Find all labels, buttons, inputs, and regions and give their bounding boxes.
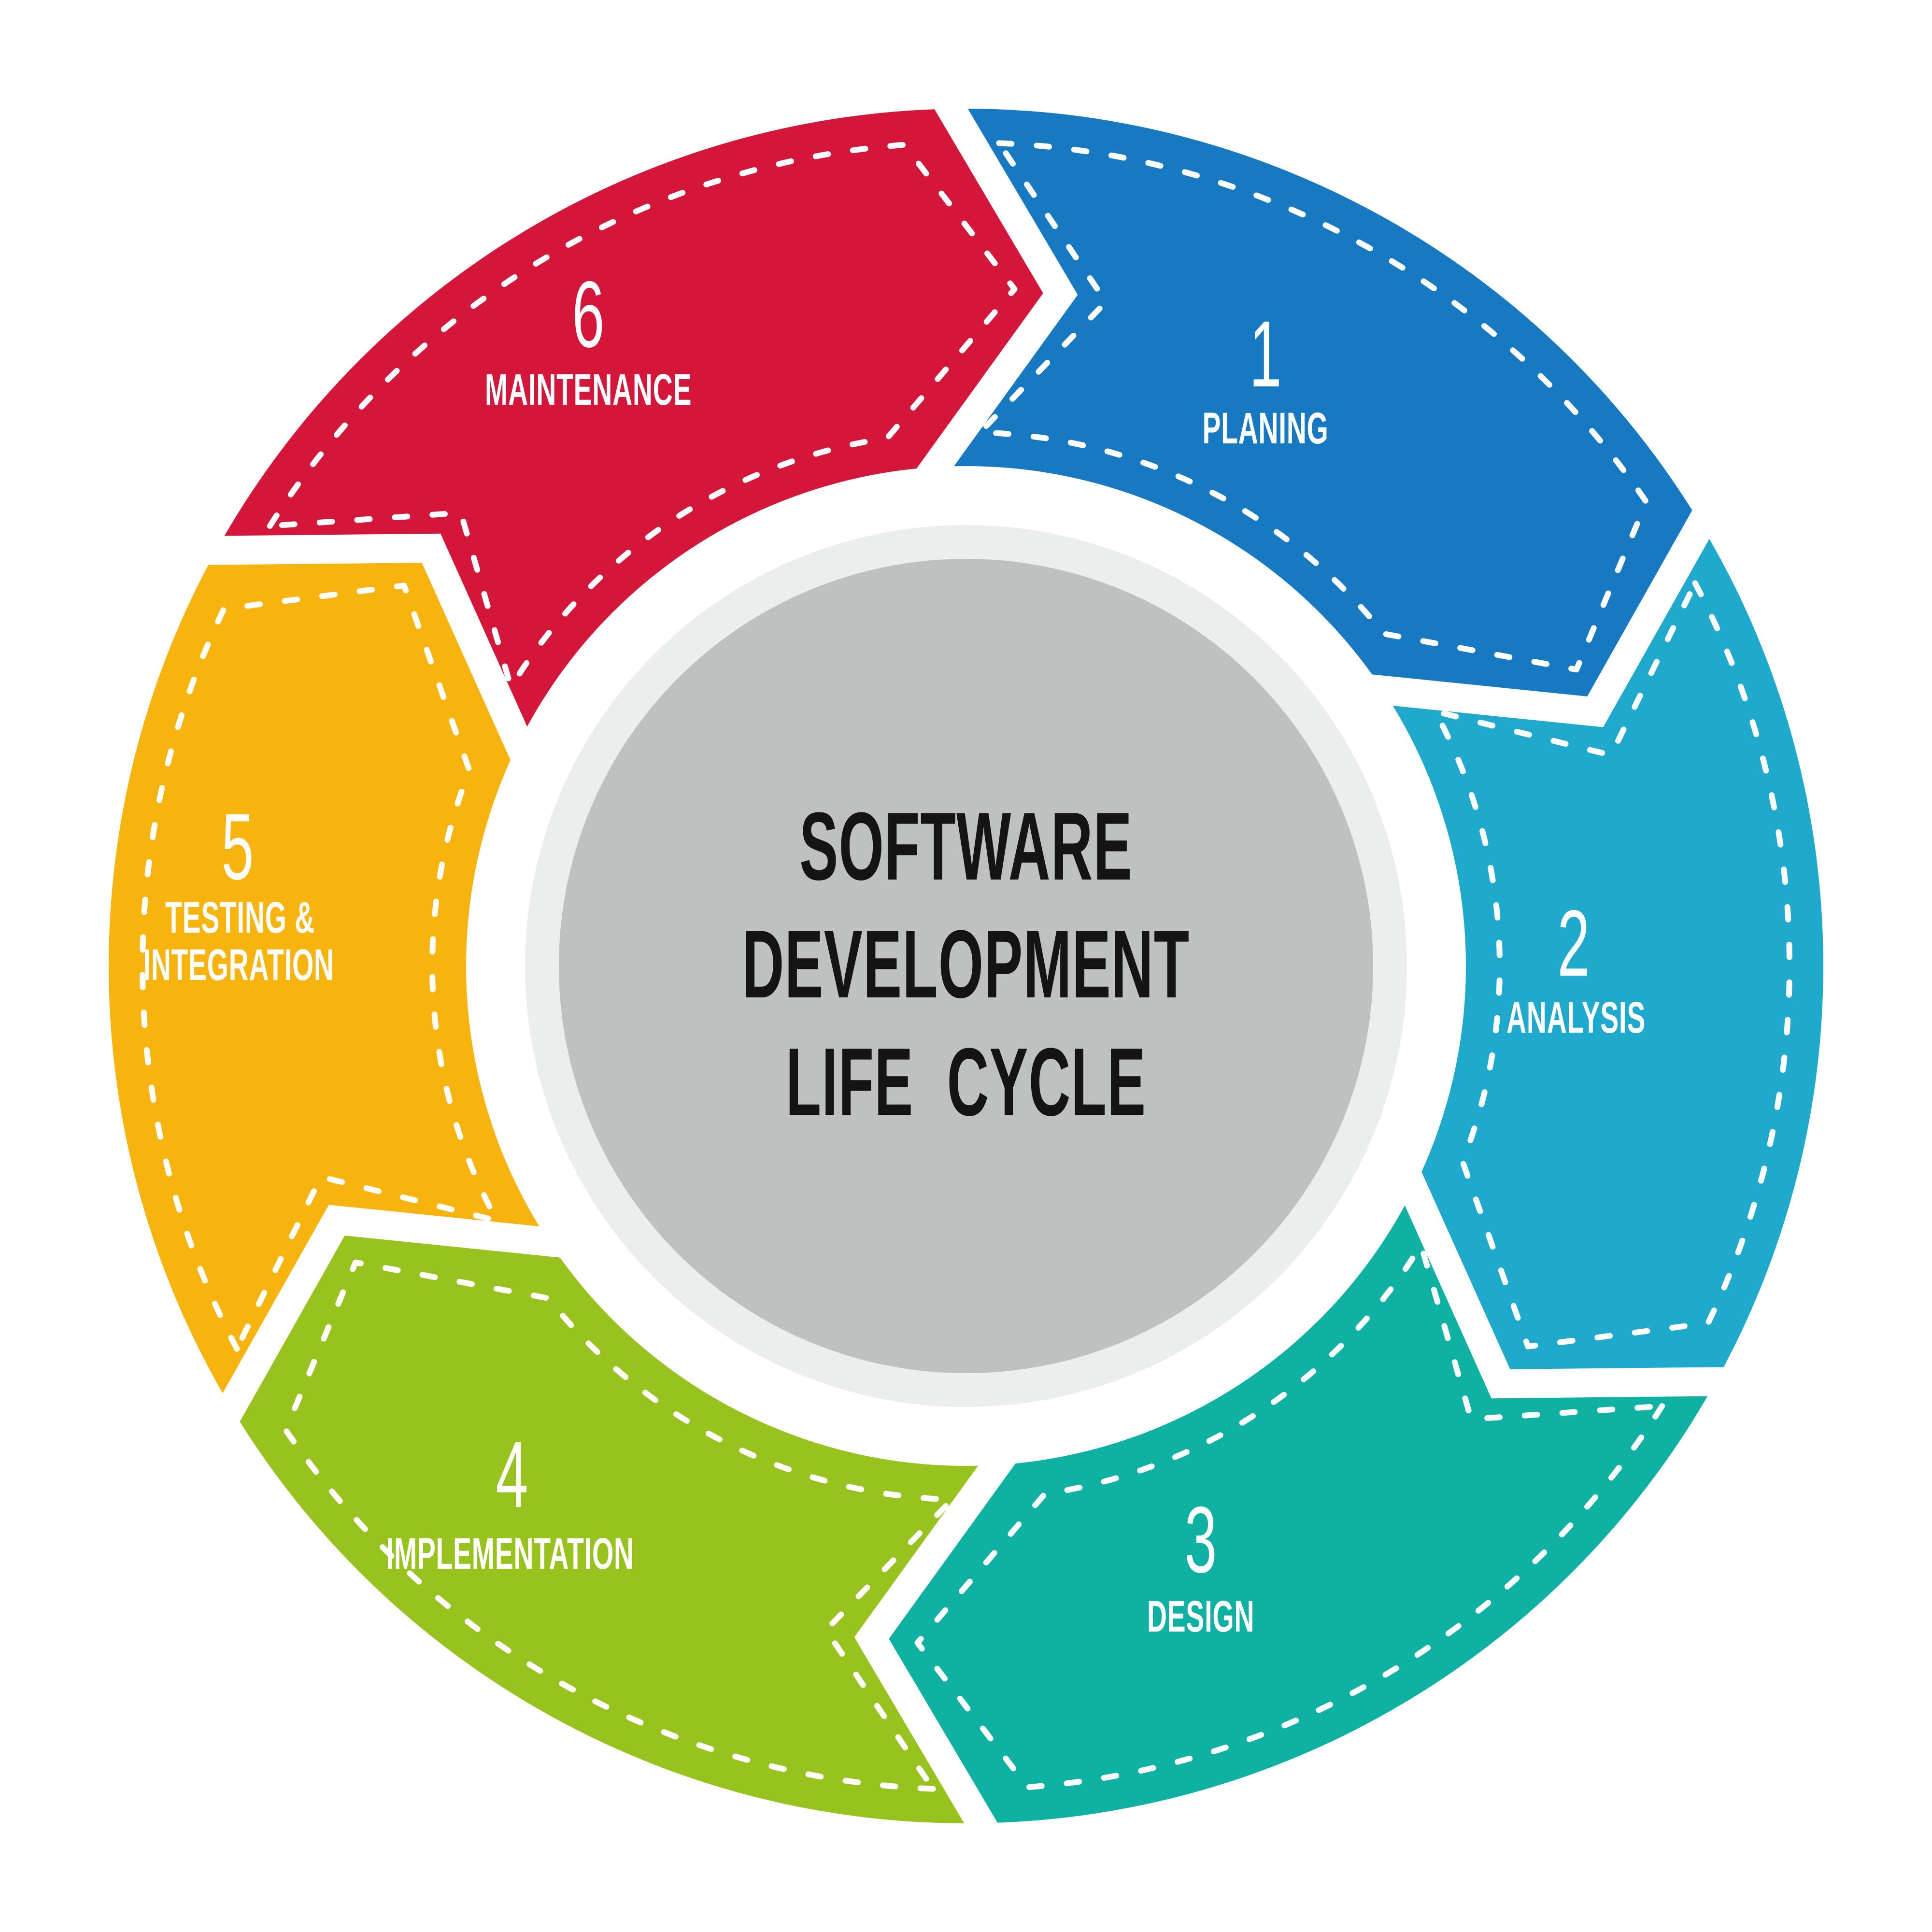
segment-title-analysis: ANALYSIS	[1506, 993, 1646, 1042]
segment-shape-design	[871, 1189, 1716, 1823]
segment-gap-line	[156, 533, 555, 800]
segment-label-maintenance: 6 MAINTENANCE	[485, 262, 692, 415]
segment-gap-line	[189, 1205, 606, 1467]
segment-shape-planing	[935, 109, 1701, 712]
segment-label-design: 3 DESIGN	[1147, 1488, 1254, 1642]
segment-number-3: 3	[1184, 1488, 1217, 1593]
cycle-ring	[109, 49, 1823, 1883]
segment-dashed-outline-planing	[977, 140, 1649, 673]
segment-title-integration: INTEGRATION	[143, 940, 334, 990]
segment-label-testing-integration: 5 TESTING & INTEGRATION	[143, 795, 334, 990]
segment-shape-analysis	[1383, 524, 1823, 1384]
segment-number-4: 4	[496, 1422, 528, 1528]
title-line-1: SOFTWARE	[799, 792, 1133, 900]
segment-title-implementation: IMPLEMENTATION	[386, 1529, 634, 1578]
segment-dashed-outline-maintenance	[267, 142, 1018, 690]
segment-shape-maintenance	[216, 109, 1061, 743]
segment-number-6: 6	[572, 262, 604, 368]
segment-dashed-outline-implementation	[283, 1259, 955, 1792]
title-line-2: DEVELOPMENT	[742, 910, 1190, 1018]
segment-label-implementation: 4 IMPLEMENTATION	[386, 1422, 634, 1579]
segment-title-testing: TESTING &	[165, 893, 315, 942]
segment-shape-testing-integration	[109, 548, 549, 1408]
segment-dashed-outline-design	[914, 1242, 1665, 1790]
segment-gap-line	[1326, 465, 1743, 727]
segment-shape-implementation	[231, 1220, 997, 1823]
segment-title-design: DESIGN	[1147, 1592, 1254, 1641]
segment-number-2: 2	[1557, 891, 1590, 996]
title-line-3: LIFE CYCLE	[786, 1028, 1146, 1136]
center-title: SOFTWARE DEVELOPMENT LIFE CYCLE	[742, 792, 1190, 1136]
center-circle	[559, 559, 1373, 1373]
segment-labels: 1 PLANING 2 ANALYSIS 3 DESIGN 4 IMPLEMEN…	[143, 262, 1646, 1642]
segment-number-1: 1	[1249, 302, 1281, 407]
segment-title-planing: PLANING	[1203, 404, 1329, 453]
segment-gap-line	[891, 49, 1078, 521]
segment-dashed-outline-analysis	[1432, 580, 1792, 1350]
segment-number-5: 5	[221, 795, 254, 900]
segment-label-analysis: 2 ANALYSIS	[1506, 891, 1646, 1043]
segment-gap-line	[1377, 1132, 1776, 1399]
segment-gap-line	[854, 1411, 1041, 1883]
segment-title-maintenance: MAINTENANCE	[485, 365, 692, 414]
segment-label-planing: 1 PLANING	[1203, 302, 1329, 454]
segment-dashed-outline-testing-integration	[140, 582, 500, 1352]
